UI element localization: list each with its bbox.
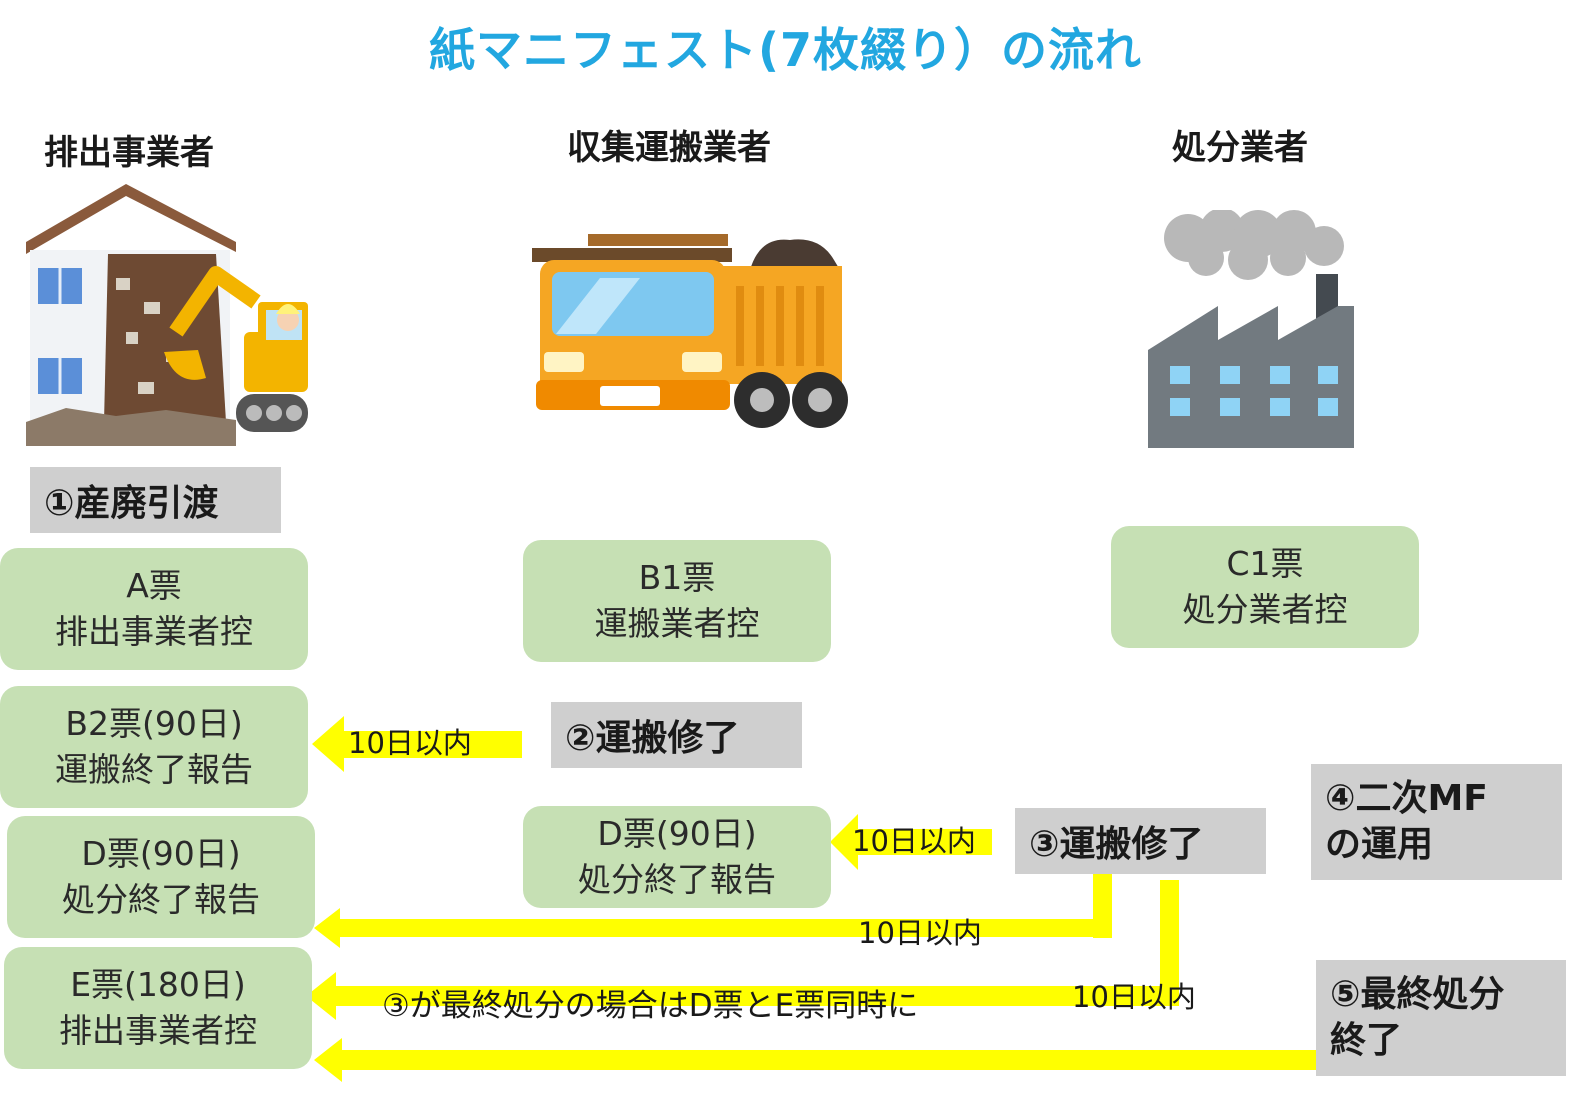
slip-b2: B2票(90日) 運搬終了報告 <box>0 686 308 808</box>
excavator-cab <box>244 332 308 392</box>
arrow-to-d-left <box>314 908 1112 948</box>
truck-visor <box>532 248 732 262</box>
actor-generator-heading: 排出事業者 <box>44 133 214 173</box>
step-4-secondary-mf: ④二次MF の運用 <box>1311 764 1562 880</box>
actor-transporter-heading: 収集運搬業者 <box>567 128 771 168</box>
rubble <box>26 408 236 446</box>
actor-disposer-heading: 処分業者 <box>1172 128 1308 168</box>
slip-b1-desc: 運搬業者控 <box>594 604 760 643</box>
excavator-bucket <box>164 350 206 380</box>
operator-face <box>277 309 299 331</box>
slip-a: A票 排出事業者控 <box>0 548 308 670</box>
arrow-to-e <box>306 972 1179 1020</box>
slip-c1: C1票 処分業者控 <box>1111 526 1419 648</box>
arrow-final-to-e <box>314 1038 1316 1082</box>
slip-c1-title: C1票 <box>1226 544 1304 583</box>
step-5-final-disposal: ⑤最終処分 終了 <box>1316 960 1566 1076</box>
factory-smoke <box>1164 210 1344 280</box>
simultaneous-note: ③が最終処分の場合はD票とE票同時に <box>382 988 919 1024</box>
slip-d-transporter: D票(90日) 処分終了報告 <box>523 806 831 908</box>
arrow-e-vertical <box>1160 880 1179 1004</box>
slip-c1-desc: 処分業者控 <box>1182 590 1348 629</box>
step-5-line2: 終了 <box>1330 1020 1403 1061</box>
step-4-line2: の運用 <box>1325 824 1434 865</box>
dump-truck-illustration <box>532 234 848 428</box>
step-2-transport-complete: ②運搬修了 <box>551 702 802 768</box>
truck-headlight-right <box>682 352 722 372</box>
arrow-label-d-mid: 10日以内 <box>852 824 976 858</box>
slip-a-title: A票 <box>126 566 182 605</box>
slip-e: E票(180日) 排出事業者控 <box>4 947 312 1069</box>
slip-b1: B1票 運搬業者控 <box>523 540 831 662</box>
slip-e-title: E票(180日) <box>70 965 246 1004</box>
slip-b2-title: B2票(90日) <box>65 704 243 743</box>
truck-license-plate <box>600 386 660 406</box>
step-4-line1: ④二次MF <box>1325 778 1488 819</box>
truck-headlight-left <box>544 352 584 372</box>
factory-illustration <box>1148 210 1354 448</box>
arrow-to-d-mid <box>830 814 992 870</box>
slip-a-desc: 排出事業者控 <box>55 612 253 651</box>
arrow-to-b2 <box>312 716 522 772</box>
step-1-handover: ①産廃引渡 <box>30 467 281 533</box>
excavator-arm <box>169 266 261 337</box>
arrow-label-b2: 10日以内 <box>348 726 472 760</box>
operator-helmet <box>276 304 300 314</box>
step-3-transport-complete: ③運搬修了 <box>1015 808 1266 874</box>
slip-d-transporter-desc: 処分終了報告 <box>578 860 776 899</box>
factory-windows <box>1170 366 1338 416</box>
arrow-label-d-left: 10日以内 <box>858 916 982 950</box>
slip-b1-title: B1票 <box>638 558 716 597</box>
slip-d-generator-title: D票(90日) <box>81 834 241 873</box>
arrow-label-e: 10日以内 <box>1072 980 1196 1014</box>
slip-d-transporter-title: D票(90日) <box>597 814 757 853</box>
house-roof <box>26 184 236 254</box>
page-title: 紙マニフェスト(7枚綴り）の流れ <box>428 23 1143 77</box>
step-5-line1: ⑤最終処分 <box>1330 974 1505 1015</box>
factory-building <box>1148 306 1354 448</box>
slip-d-generator: D票(90日) 処分終了報告 <box>7 816 315 938</box>
truck-load <box>750 239 840 270</box>
slip-b2-desc: 運搬終了報告 <box>55 750 253 789</box>
demolition-house-illustration <box>26 184 308 446</box>
slip-e-desc: 排出事業者控 <box>59 1011 257 1050</box>
slip-d-generator-desc: 処分終了報告 <box>62 880 260 919</box>
